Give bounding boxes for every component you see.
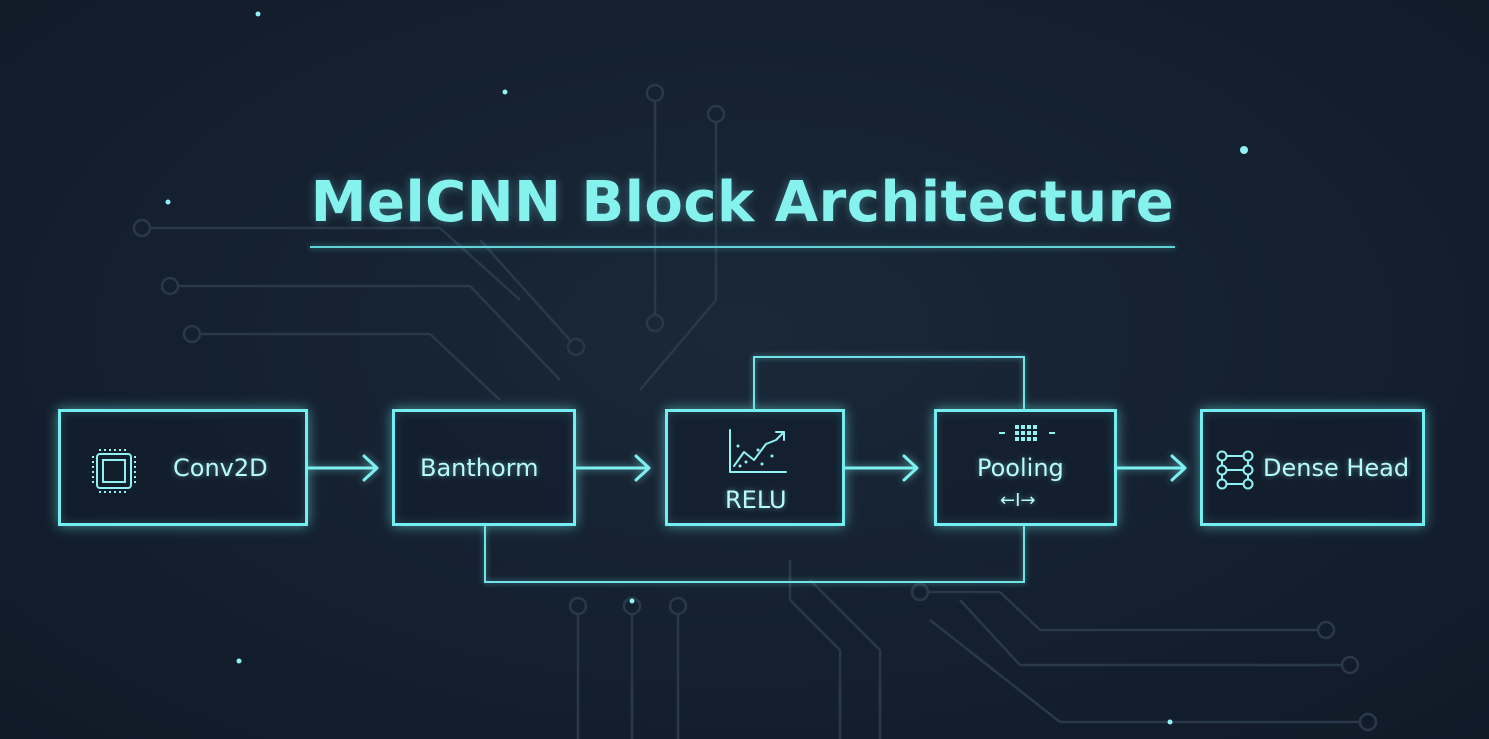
diagram-title: MelCNN Block Architecture	[310, 170, 1175, 235]
pooling-grid-icon	[999, 425, 1055, 441]
block-pooling: Pooling ←I→	[934, 409, 1117, 526]
arrow-pooling-to-dense-head	[1115, 454, 1187, 482]
block-pooling-label: Pooling	[977, 454, 1064, 482]
skip-connection-bottom	[484, 526, 1025, 583]
block-conv2d-label: Conv2D	[173, 454, 268, 482]
block-conv2d: Conv2D	[58, 409, 308, 526]
arrow-relu-to-pooling	[843, 454, 919, 482]
line-chart-icon	[729, 429, 787, 473]
arrow-conv2d-to-banthorm	[306, 454, 379, 482]
block-banthorm-label: Banthorm	[420, 454, 539, 482]
block-dense-head-label: Dense Head	[1263, 454, 1410, 482]
block-dense-head: Dense Head	[1200, 409, 1425, 526]
block-banthorm: Banthorm	[392, 409, 576, 526]
chip-icon	[92, 449, 136, 493]
network-nodes-icon	[1216, 450, 1254, 490]
title-underline	[310, 246, 1175, 248]
block-relu: RELU	[665, 409, 845, 526]
block-relu-label: RELU	[725, 486, 787, 514]
skip-connection-top	[753, 356, 1025, 409]
block-pooling-sublabel: ←I→	[1000, 490, 1036, 511]
arrow-banthorm-to-relu	[574, 454, 651, 482]
